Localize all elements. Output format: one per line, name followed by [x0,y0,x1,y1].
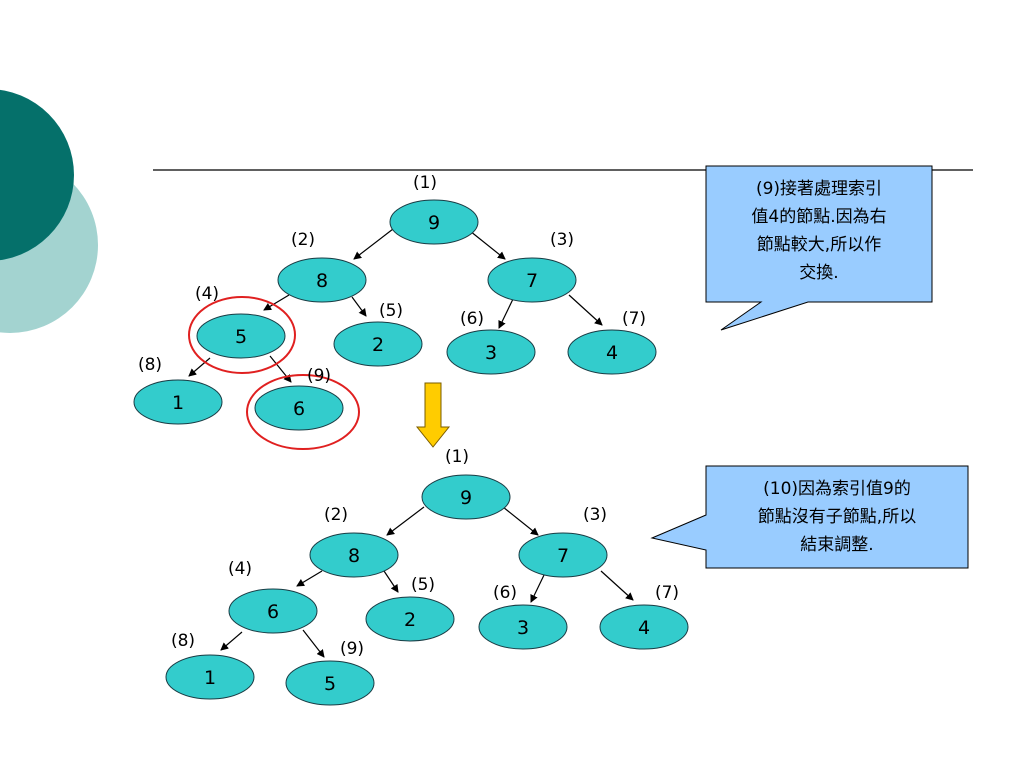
node-values: 9 8 7 6 2 3 4 1 5 [204,487,650,695]
callout-step9-line: 交換. [799,263,838,283]
heap-node [389,199,479,245]
heap-node [518,532,608,578]
callout-step9-shape [705,165,933,331]
tree-edge [530,572,546,603]
decor-circles [0,89,98,333]
node-value: 7 [526,270,538,292]
callout-step10-line: 節點沒有子節點,所以 [758,507,916,527]
node-index-label: (9) [307,366,331,386]
tree-edge [568,294,603,326]
callout-step10-shape [650,465,969,569]
node-value: 4 [606,342,618,364]
tree-edges [188,228,603,383]
node-index-label: (8) [171,631,195,651]
tree-edge [263,294,290,311]
tree-edge [386,506,425,536]
node-value: 4 [638,617,650,639]
node-value: 8 [316,270,328,292]
heap-node [285,660,375,706]
node-index-label: (5) [411,575,435,595]
node-index-label: (7) [655,583,679,603]
node-index-label: (3) [550,230,574,250]
node-index-label: (2) [324,505,348,525]
heap-node [196,313,286,359]
tree-edge [502,506,539,536]
node-value: 5 [324,673,336,695]
node-indices: (1) (2) (3) (4) (5) (6) (7) (8) (9) [171,447,679,659]
decor-circle-dark [0,89,74,261]
heap-node [254,385,344,431]
node-index-label: (7) [622,309,646,329]
tree-nodes [165,474,689,706]
heap-node [421,474,511,520]
node-indices: (1) (2) (3) (4) (5) (6) (7) (8) (9) [138,173,646,386]
node-value: 3 [485,342,497,364]
callout-step10: (10)因為索引值9的 節點沒有子節點,所以 結束調整. [650,465,969,569]
tree-edge [302,629,325,658]
node-index-label: (1) [413,173,437,193]
heap-node [567,329,657,375]
node-value: 6 [267,601,279,623]
callout-step10-line: 結束調整. [800,535,873,555]
node-index-label: (6) [460,309,484,329]
heap-node [487,257,577,303]
highlight-ring [246,374,360,450]
node-values: 9 8 7 5 2 3 4 1 6 [172,212,618,420]
node-index-label: (4) [228,559,252,579]
node-value: 5 [235,326,247,348]
node-value: 1 [172,392,184,414]
heap-node [228,588,318,634]
node-index-label: (8) [138,355,162,375]
tree-edge [269,355,292,383]
callout-step9-line: 值4的節點.因為右 [751,207,886,227]
heap-node [333,321,423,367]
node-value: 2 [372,334,384,356]
heap-tree-after: 9 8 7 6 2 3 4 1 5 (1) (2) (3) (4) (5) (6… [165,447,689,706]
node-value: 9 [460,487,472,509]
tree-edge [188,357,211,377]
node-value: 9 [428,212,440,234]
callout-step9: (9)接著處理索引 值4的節點.因為右 節點較大,所以作 交換. [705,165,933,331]
heap-node [165,654,255,700]
callout-step9-line: (9)接著處理索引 [756,179,882,199]
heap-node [277,257,367,303]
heap-node [309,532,399,578]
node-value: 8 [348,545,360,567]
tree-edge [600,570,634,601]
node-value: 6 [293,398,305,420]
tree-edge [469,230,506,260]
tree-edge [296,570,323,587]
node-value: 1 [204,667,216,689]
callout-step9-line: 節點較大,所以作 [757,235,881,255]
tree-edge [351,296,367,317]
highlight-ring [188,296,296,374]
node-value: 7 [557,545,569,567]
heap-node [133,379,223,425]
node-index-label: (3) [583,505,607,525]
tree-highlights [188,296,360,450]
callout-step10-line: (10)因為索引值9的 [763,479,911,499]
tree-edge [498,296,515,329]
tree-edge [383,570,399,593]
node-index-label: (2) [291,230,315,250]
heap-node [599,604,689,650]
tree-edge [220,631,243,651]
node-index-label: (6) [493,583,517,603]
node-index-label: (1) [445,447,469,467]
heap-node [446,329,536,375]
node-value: 3 [517,617,529,639]
heap-node [478,604,568,650]
heap-node [365,596,455,642]
tree-edges [220,506,634,658]
node-index-label: (5) [379,301,403,321]
tree-edge [353,228,394,260]
node-index-label: (9) [340,639,364,659]
node-index-label: (4) [195,284,219,304]
node-value: 2 [404,609,416,631]
down-arrow [415,382,451,448]
tree-nodes [133,199,657,431]
heap-tree-before: 9 8 7 5 2 3 4 1 6 (1) (2) (3) (4) (5) (6… [133,173,657,450]
